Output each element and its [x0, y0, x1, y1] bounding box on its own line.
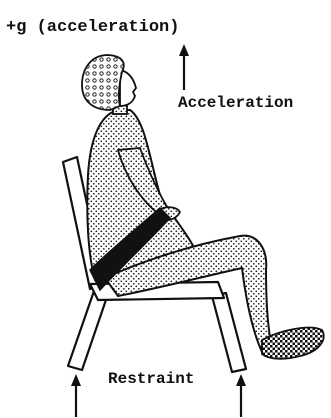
diagram-title: +g (acceleration)	[6, 18, 179, 37]
chair-back-leg	[68, 291, 108, 370]
restraint-label: Restraint	[108, 370, 194, 388]
face	[120, 70, 136, 106]
chair-front-leg	[212, 293, 246, 372]
acceleration-arrow-icon	[179, 44, 189, 90]
foot-shoe	[262, 328, 324, 359]
head-hair	[82, 55, 124, 110]
acceleration-label: Acceleration	[178, 94, 293, 112]
restraint-arrow-left-icon	[71, 374, 81, 417]
restraint-arrow-right-icon	[236, 374, 246, 417]
